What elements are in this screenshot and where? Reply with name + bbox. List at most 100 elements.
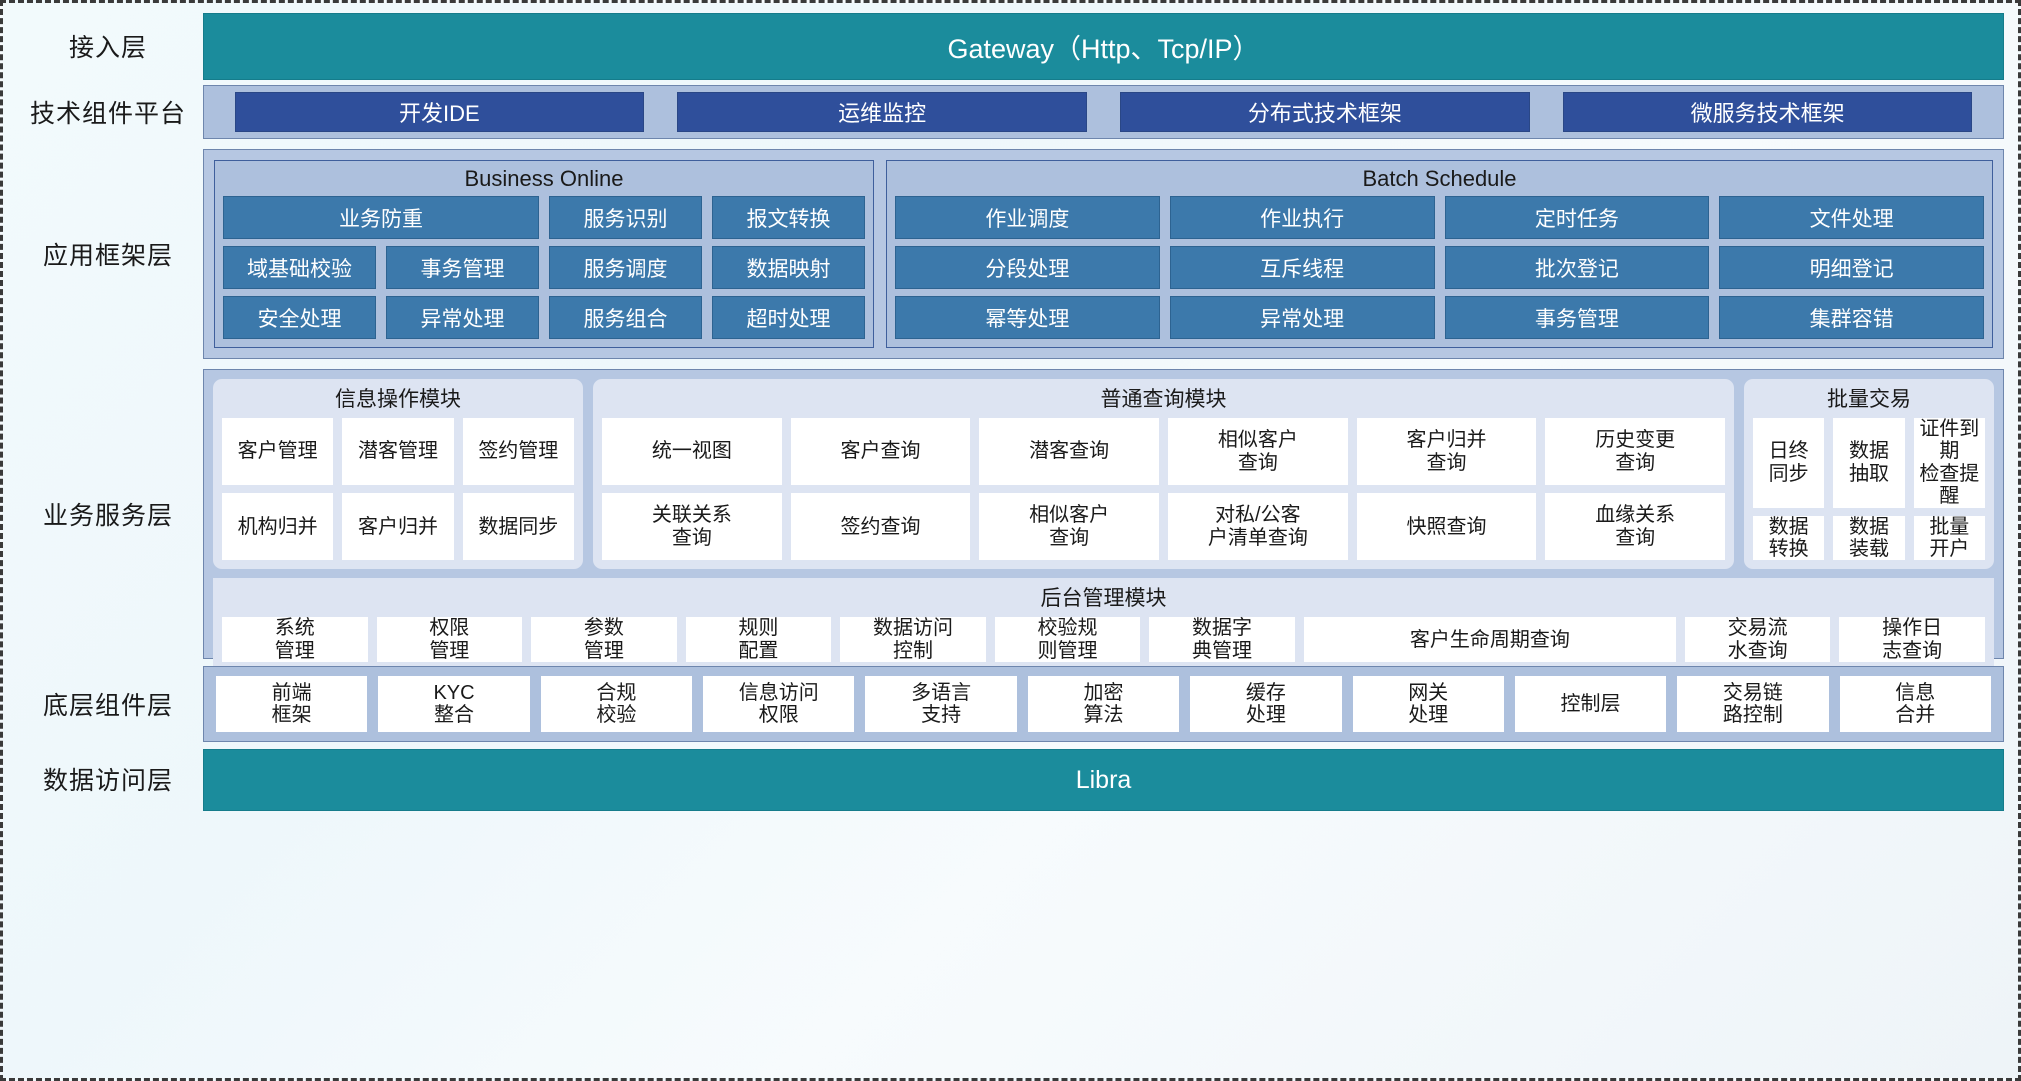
query-cell-similar-customer-query[interactable]: 相似客户查询 [1168,418,1348,486]
bs-cell-detail-register[interactable]: 明细登记 [1719,246,1984,289]
query-cell-customer-merge-query[interactable]: 客户归并查询 [1356,418,1537,486]
layer-access: 接入层 Gateway（Http、Tcp/IP） [13,13,2004,80]
admin-cell-customer-lifecycle-query[interactable]: 客户生命周期查询 [1303,617,1676,663]
query-cell-history-change-query[interactable]: 历史变更查询 [1545,418,1726,486]
info-cell-contract-mgmt[interactable]: 签约管理 [462,418,574,486]
bs-cell-scheduled-task[interactable]: 定时任务 [1444,196,1710,239]
layer-label-access: 接入层 [68,33,147,62]
comp-cell-control-layer[interactable]: 控制层 [1514,676,1667,732]
query-cell-retail-corp-list-query[interactable]: 对私/公客户清单查询 [1168,493,1348,561]
batch-cell-batch-account-open[interactable]: 批量开户 [1913,515,1985,561]
bs-cell-cluster-failover[interactable]: 集群容错 [1719,296,1984,339]
admin-cell-rule-config[interactable]: 规则配置 [685,617,832,663]
tech-box-distributed-framework[interactable]: 分布式技术框架 [1120,92,1530,132]
layer-business-service: 业务服务层 信息操作模块 客户管理 潜客管理 签约管理 机构归并 [13,369,2004,672]
bo-cell-service-identify[interactable]: 服务识别 [549,196,703,239]
bo-row-1: 业务防重 服务识别 报文转换 [223,196,866,239]
bo-cell-security-process[interactable]: 安全处理 [223,296,376,339]
comp-cell-multilanguage-support[interactable]: 多语言支持 [865,676,1017,732]
module-common-query: 普通查询模块 统一视图 客户查询 潜客查询 相似客户查询 客户归并查询 历史变更… [593,379,1734,570]
panel-title-batch-schedule: Batch Schedule [1362,166,1517,191]
bo-cell-service-compose[interactable]: 服务组合 [549,296,702,339]
bs-cell-job-schedule[interactable]: 作业调度 [895,196,1160,239]
layer-data-access: 数据访问层 Libra [13,749,2004,811]
info-cell-data-sync[interactable]: 数据同步 [462,493,574,561]
tech-box-ops-monitor[interactable]: 运维监控 [677,92,1087,132]
bs-cell-idempotent-process[interactable]: 幂等处理 [895,296,1160,339]
bo-cell-message-convert[interactable]: 报文转换 [712,196,866,239]
query-cell-similar-customer-query-2[interactable]: 相似客户查询 [979,493,1160,561]
info-row-1: 客户管理 潜客管理 签约管理 [222,418,574,486]
panel-business-online: Business Online 业务防重 服务识别 报文转换 域基础校验 事务管… [214,160,874,348]
info-cell-org-merge[interactable]: 机构归并 [222,493,334,561]
comp-cell-gateway-process[interactable]: 网关处理 [1352,676,1504,732]
tech-box-ide[interactable]: 开发IDE [234,92,645,132]
admin-cell-operation-log-query[interactable]: 操作日志查询 [1839,617,1985,663]
bs-cell-exception-process[interactable]: 异常处理 [1169,296,1435,339]
admin-cell-parameter-mgmt[interactable]: 参数管理 [531,617,677,663]
bs-cell-file-process[interactable]: 文件处理 [1719,196,1984,239]
bo-cell-domain-basic-validate[interactable]: 域基础校验 [223,246,376,289]
admin-cell-data-dictionary-mgmt[interactable]: 数据字典管理 [1149,617,1295,663]
bs-row-3: 幂等处理 异常处理 事务管理 集群容错 [895,296,1984,339]
query-cell-lineage-query[interactable]: 血缘关系查询 [1545,493,1726,561]
bs-cell-transaction-mgmt[interactable]: 事务管理 [1444,296,1710,339]
comp-cell-compliance-validate[interactable]: 合规校验 [540,676,693,732]
layer-label-tech-platform: 技术组件平台 [29,100,186,128]
comp-cell-transaction-chain-control[interactable]: 交易链路控制 [1677,676,1829,732]
query-cell-customer-query[interactable]: 客户查询 [790,418,971,486]
admin-cell-system-mgmt[interactable]: 系统管理 [222,617,368,663]
layer-label-app-framework: 应用框架层 [42,242,173,270]
info-cell-customer-mgmt[interactable]: 客户管理 [222,418,334,486]
comp-cell-frontend-framework[interactable]: 前端框架 [216,676,368,732]
bs-cell-segment-process[interactable]: 分段处理 [895,246,1160,289]
batch-cell-data-load[interactable]: 数据装载 [1833,515,1905,561]
comp-cell-cache-process[interactable]: 缓存处理 [1190,676,1342,732]
admin-cell-validation-rule-mgmt[interactable]: 校验规则管理 [994,617,1141,663]
bo-cell-data-mapping[interactable]: 数据映射 [712,246,865,289]
panel-batch-schedule: Batch Schedule 作业调度 作业执行 定时任务 文件处理 分段处理 … [886,160,1993,348]
bo-row-2: 域基础校验 事务管理 服务调度 数据映射 [223,246,865,289]
batch-cell-certificate-expiry-reminder[interactable]: 证件到期检查提醒 [1913,418,1985,508]
bs-cell-job-execute[interactable]: 作业执行 [1169,196,1435,239]
info-cell-customer-merge[interactable]: 客户归并 [342,493,454,561]
panel-title-business-online: Business Online [464,166,624,191]
bo-cell-business-dedup[interactable]: 业务防重 [223,196,540,239]
tech-platform-band: 开发IDE 运维监控 分布式技术框架 微服务技术框架 [203,85,2004,139]
bo-cell-exception-process[interactable]: 异常处理 [386,296,539,339]
bo-cell-timeout-process[interactable]: 超时处理 [712,296,865,339]
batch-cell-data-extract[interactable]: 数据抽取 [1833,418,1905,508]
batch-cell-eod-sync[interactable]: 日终同步 [1753,418,1825,508]
module-title-admin: 后台管理模块 [1040,587,1167,611]
gateway-bar[interactable]: Gateway（Http、Tcp/IP） [203,13,2004,80]
query-row-1: 统一视图 客户查询 潜客查询 相似客户查询 客户归并查询 历史变更查询 [602,418,1726,486]
admin-cell-transaction-flow-query[interactable]: 交易流水查询 [1684,617,1831,663]
admin-cell-data-access-control[interactable]: 数据访问控制 [840,617,986,663]
module-admin: 后台管理模块 系统管理 权限管理 参数管理 规则配置 数据访问控制 校验规则管理… [213,578,1994,672]
comp-cell-encryption-algorithm[interactable]: 加密算法 [1027,676,1180,732]
query-cell-relation-query[interactable]: 关联关系查询 [602,493,782,561]
query-cell-unified-view[interactable]: 统一视图 [602,418,782,486]
query-cell-prospect-query[interactable]: 潜客查询 [979,418,1160,486]
libra-bar[interactable]: Libra [203,749,2004,811]
batch-cell-data-transform[interactable]: 数据转换 [1753,515,1825,561]
module-batch-transaction: 批量交易 日终同步 数据抽取 证件到期检查提醒 数据转换 数据装载 批量开户 [1744,379,1994,570]
layer-label-business-service: 业务服务层 [42,502,173,530]
bs-cell-mutex-thread[interactable]: 互斥线程 [1169,246,1435,289]
comp-cell-info-access-permission[interactable]: 信息访问权限 [703,676,855,732]
tech-box-microservice-framework[interactable]: 微服务技术框架 [1562,92,1973,132]
query-cell-contract-query[interactable]: 签约查询 [790,493,971,561]
app-framework-band: Business Online 业务防重 服务识别 报文转换 域基础校验 事务管… [203,149,2004,359]
comp-cell-info-merge[interactable]: 信息合并 [1839,676,1991,732]
bo-cell-transaction-mgmt[interactable]: 事务管理 [386,246,539,289]
admin-cell-permission-mgmt[interactable]: 权限管理 [376,617,523,663]
query-cell-snapshot-query[interactable]: 快照查询 [1356,493,1537,561]
bo-cell-service-dispatch[interactable]: 服务调度 [549,246,702,289]
bs-cell-batch-register[interactable]: 批次登记 [1444,246,1710,289]
query-row-2: 关联关系查询 签约查询 相似客户查询 对私/公客户清单查询 快照查询 血缘关系查… [602,493,1726,561]
module-info-operation: 信息操作模块 客户管理 潜客管理 签约管理 机构归并 客户归并 数据同步 [213,379,583,570]
info-cell-prospect-mgmt[interactable]: 潜客管理 [342,418,454,486]
layer-label-base-component: 底层组件层 [42,692,173,720]
